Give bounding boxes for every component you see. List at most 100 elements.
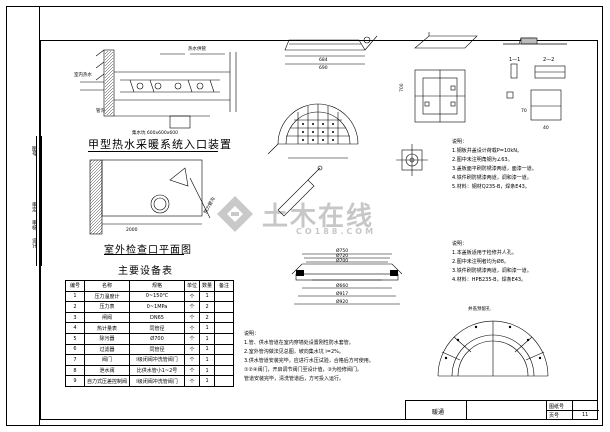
notes-top-item: 2.图中未注明角钢为∠63。 bbox=[452, 157, 513, 163]
table-cell: 热计量表 bbox=[83, 322, 131, 334]
title-block: 暖通 图纸号 页号 11 bbox=[405, 400, 599, 420]
table-cell: 9 bbox=[65, 375, 85, 387]
title-block-divider bbox=[466, 401, 467, 420]
side-label-4: 设计 bbox=[31, 238, 37, 248]
notes-bottom-item: 3.供水管道安装完毕，应进行水压试验，合格后方可使用。 bbox=[244, 358, 374, 364]
table-header-row: 编号 名称 规格 单位 数量 备注 bbox=[65, 280, 235, 292]
table-cell: 同管径 bbox=[129, 322, 186, 334]
table-header: 名称 bbox=[83, 280, 131, 292]
dia-750: Ø750 bbox=[336, 247, 348, 254]
table-cell: 1 bbox=[199, 354, 216, 366]
system-entry-underline bbox=[88, 151, 218, 152]
table-cell: 除污器 bbox=[83, 332, 131, 345]
table-cell: 个 bbox=[184, 364, 201, 377]
table-header: 单位 bbox=[184, 280, 201, 292]
system-entry-title: 甲型热水采暖系统入口装置 bbox=[88, 138, 232, 151]
notes-top-item: 4.铁件刷防锈漆两道，调和漆一道。 bbox=[452, 175, 532, 181]
label-manhole-cover-ring: 井盖预留孔 bbox=[468, 305, 491, 312]
table-cell bbox=[214, 364, 235, 377]
table-cell: 个 bbox=[184, 322, 201, 334]
table-header: 规格 bbox=[129, 280, 186, 292]
lifting-handle-drawing bbox=[277, 165, 323, 217]
side-label-3: 审核 bbox=[31, 220, 37, 230]
table-cell: 2 bbox=[199, 311, 216, 324]
table-header: 备注 bbox=[214, 280, 235, 292]
dim-70: 70 bbox=[521, 108, 527, 114]
dia-917: Ø917 bbox=[336, 290, 348, 297]
notes-top-item: 1.钢板井盖设计荷载P=10kN。 bbox=[452, 148, 522, 154]
notes-top-heading: 说明： bbox=[452, 139, 468, 145]
notes-mid-item: 1.本盖板适用于检修井人孔。 bbox=[452, 250, 517, 256]
manhole-cover-section-drawing: Ø750 Ø720 Ø700 Ø660 Ø917 Ø920 bbox=[291, 247, 403, 305]
dim-700: 700 bbox=[399, 83, 405, 92]
label-trench: 管沟 bbox=[96, 107, 105, 114]
table-header: 编号 bbox=[65, 280, 85, 292]
table-cell: 自力式压差控制阀 bbox=[83, 375, 131, 387]
drawing-frame bbox=[6, 6, 603, 426]
table-cell: 1 bbox=[199, 375, 216, 387]
dia-920: Ø920 bbox=[336, 298, 348, 305]
table-cell bbox=[214, 343, 235, 356]
notes-top: 说明： 1.钢板井盖设计荷载P=10kN。 2.图中未注明角钢为∠63。 3.盖… bbox=[452, 138, 537, 192]
dim-690: 690 bbox=[319, 65, 328, 71]
table-cell: 个 bbox=[184, 311, 201, 324]
notes-mid-item: 4.材料：HPB235-B，焊条E43。 bbox=[452, 277, 527, 283]
table-cell bbox=[214, 290, 235, 303]
title-block-drawing-no-label: 图纸号 bbox=[549, 404, 565, 410]
table-cell: 2 bbox=[65, 301, 85, 313]
title-block-divider bbox=[546, 410, 599, 411]
semi-ring-drawing: 井盖预留孔 bbox=[437, 305, 549, 377]
table-cell: Ⅰ级闭阀冲洗管阀门 bbox=[129, 375, 186, 387]
table-cell: 闸阀 bbox=[83, 311, 131, 324]
watermark-brand: 土木在线 bbox=[262, 202, 375, 232]
table-cell: 1 bbox=[199, 322, 216, 334]
table-cell bbox=[214, 301, 235, 313]
label-sump-pit: 集水坑 600x600x600 bbox=[132, 129, 178, 136]
side-label-1: 图号 bbox=[31, 146, 37, 156]
table-cell: 阀门 bbox=[83, 354, 131, 366]
notes-mid-item: 2.图中未注明者均为Ø8。 bbox=[452, 259, 509, 265]
table-cell: 1 bbox=[199, 290, 216, 303]
table-cell bbox=[214, 311, 235, 324]
table-cell: 0~1MPa bbox=[129, 301, 186, 313]
table-cell: 1 bbox=[199, 332, 216, 345]
notes-bottom-item: ①②④阀门，开启调节阀门至设计值，③为检修阀门。 bbox=[244, 367, 362, 373]
table-cell: 个 bbox=[184, 290, 201, 303]
equipment-table-title: 主要设备表 bbox=[118, 266, 173, 277]
cover-plate-section-drawing: 684 690 bbox=[284, 35, 378, 71]
table-cell bbox=[214, 375, 235, 387]
table-cell bbox=[214, 322, 235, 334]
notes-top-item: 5.材料：钢材Q235-B，焊条E43。 bbox=[452, 184, 530, 190]
watermark-url: CO188.COM bbox=[296, 227, 377, 236]
table-cell: 同管径 bbox=[129, 343, 186, 356]
table-cell bbox=[214, 354, 235, 366]
table-cell: Ø700 bbox=[129, 332, 186, 345]
cover-plate-plan-drawing: 700 bbox=[399, 32, 478, 123]
side-label-column bbox=[36, 136, 42, 266]
table-cell: 8 bbox=[65, 364, 85, 377]
table-cell: 压力表 bbox=[83, 301, 131, 313]
section-details-drawing: 1—1 2—2 40 70 bbox=[503, 37, 567, 131]
table-cell: 3 bbox=[65, 311, 85, 324]
title-block-page-value: 11 bbox=[582, 412, 589, 418]
table-cell: 过滤器 bbox=[83, 343, 131, 356]
table-cell: 比供水管小1~2号 bbox=[129, 364, 186, 377]
table-cell: 个 bbox=[184, 343, 201, 356]
drawing-inner-border bbox=[40, 40, 598, 420]
watermark-logo-icon bbox=[217, 196, 253, 232]
table-cell: 压力温度计 bbox=[83, 290, 131, 303]
table-cell: 个 bbox=[184, 375, 201, 387]
table-cell: 泄水阀 bbox=[83, 364, 131, 377]
dim-684: 684 bbox=[319, 57, 328, 63]
notes-mid-item: 3.铁件刷防锈漆两道，调和漆一道。 bbox=[452, 268, 532, 274]
side-label-2: 审定 bbox=[31, 202, 37, 212]
table-cell: 4 bbox=[65, 322, 85, 334]
